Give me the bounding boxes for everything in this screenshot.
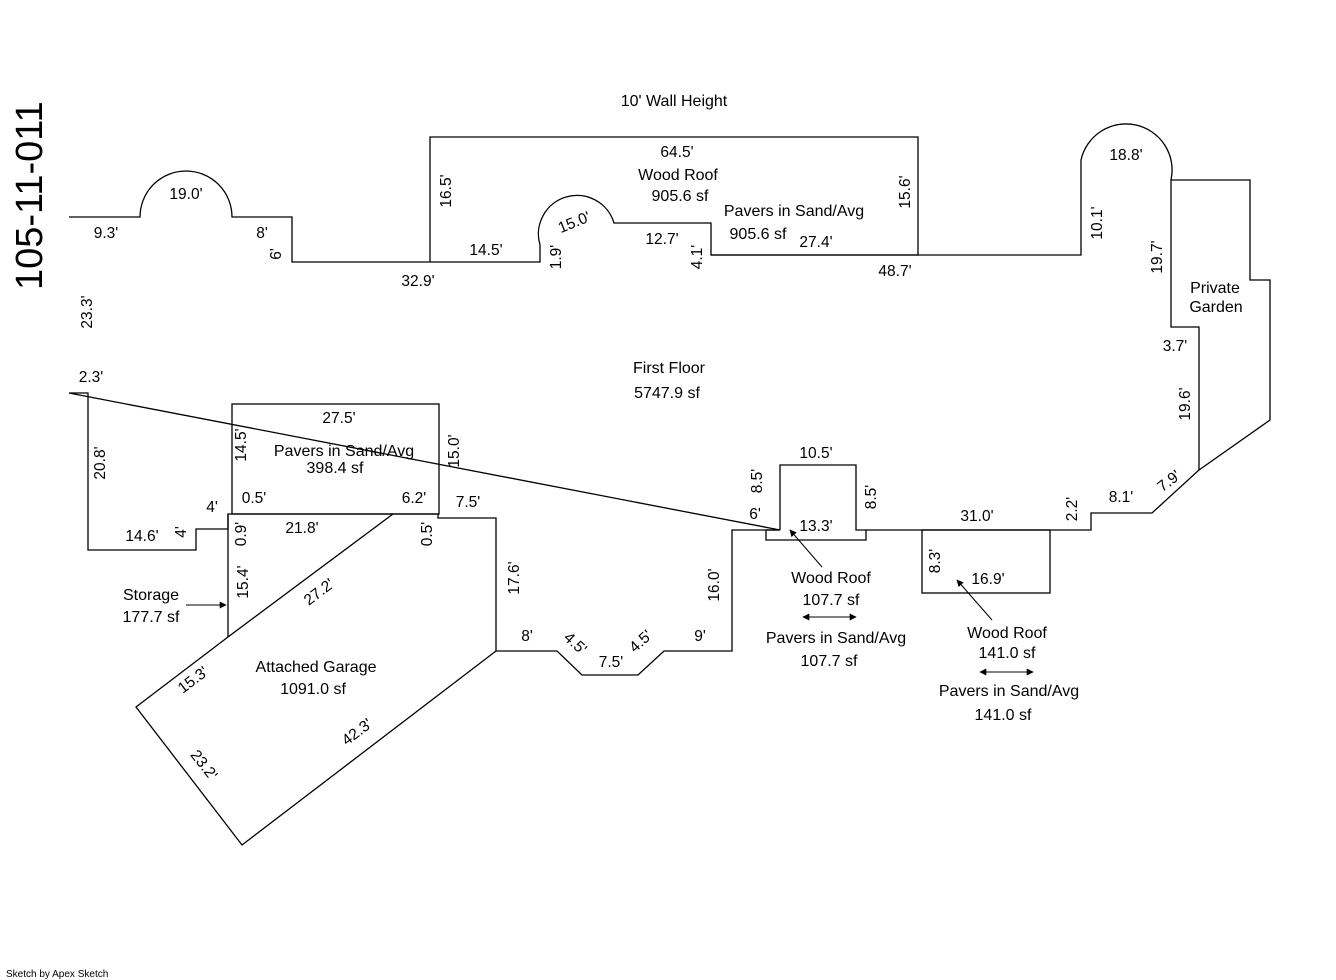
dim-label: 1.9' [548,245,565,270]
dim-label: 9.3' [94,225,119,242]
dim-label: 18.8' [1109,147,1142,164]
dim-label: 0.5' [242,490,267,507]
wood-roof-small-label: Wood Roof [791,570,871,587]
dim-label: 13.3' [799,518,832,535]
dim-label: 7.5' [456,494,481,511]
dim-label: 32.9' [401,273,434,290]
dim-label: 15.0' [446,434,463,467]
dim-label: 48.7' [878,263,911,280]
private-garden-label-1: Private [1190,280,1240,297]
wood-roof-right-outline [921,529,1051,594]
dim-label: 14.5' [469,242,502,259]
leader-arrow-wood-roof-small [789,529,823,568]
dim-label: 4' [173,526,190,538]
dim-label: 4.5' [560,629,590,658]
dim-label: 16.5' [438,174,455,207]
first-floor-label: First Floor [633,360,706,377]
dim-label: 19.7' [1149,240,1166,273]
dim-label: 8.1' [1109,489,1134,506]
dim-label: 4.1' [689,245,706,270]
dim-label: 27.4' [799,234,832,251]
dim-label: 2.3' [79,369,104,386]
wood-roof-right-sf: 141.0 sf [979,645,1036,662]
dim-label: 4.5' [626,627,656,656]
pavers-small-sf: 107.7 sf [801,653,858,670]
dim-label: 7.9' [1154,467,1184,496]
wood-roof-small-outline [765,464,867,541]
dim-label: 10.1' [1089,206,1106,239]
wood-roof-small-sf: 107.7 sf [803,592,860,609]
dim-label: 0.5' [419,522,436,547]
wood-roof-right-label: Wood Roof [967,625,1047,642]
dim-label: 9' [694,628,706,645]
dim-label: 10.5' [799,445,832,462]
wood-roof-top-label: Wood Roof [638,167,718,184]
dim-label: 8' [256,225,268,242]
pavers-right-label: Pavers in Sand/Avg [939,683,1079,700]
wall-height-note: 10' Wall Height [621,93,728,110]
dim-label: 19.0' [169,186,202,203]
dim-label: 21.8' [285,520,318,537]
private-garden-outline [1171,179,1271,471]
dim-label: 14.6' [125,528,158,545]
first-floor-outline [68,123,1200,676]
dim-label: 7.5' [599,654,624,671]
dim-label: 14.5' [233,428,250,461]
wood-roof-top-outline [429,136,919,262]
dim-label: 8.3' [927,549,944,574]
pavers-left-sf: 398.4 sf [307,460,364,477]
dim-label: 8.5' [863,485,880,510]
dim-label: 15.6' [897,175,914,208]
dim-label: 27.5' [322,410,355,427]
pavers-left-outline [231,403,440,515]
dim-label: 2.2' [1064,497,1081,522]
dim-label: 3.7' [1163,338,1188,355]
dim-label: 4' [206,499,218,516]
storage-label: Storage [123,587,179,604]
dim-label: 19.6' [1177,387,1194,420]
dim-label: 31.0' [960,508,993,525]
pavers-small-label: Pavers in Sand/Avg [766,630,906,647]
dim-label: 23.3' [79,295,96,328]
parcel-id: 105-11-011 [9,101,51,290]
dim-label: 27.2' [301,576,338,610]
pavers-right-sf: 141.0 sf [975,707,1032,724]
pavers-top-label: Pavers in Sand/Avg [724,203,864,220]
credit-text: Sketch by Apex Sketch [6,969,108,980]
dim-label: 17.6' [506,561,523,594]
pavers-left-label: Pavers in Sand/Avg [274,443,414,460]
garage-sf: 1091.0 sf [280,681,346,698]
dim-label: 23.2' [187,747,221,784]
dim-label: 0.9' [233,522,250,547]
dim-label: 15.4' [235,565,252,598]
storage-sf: 177.7 sf [123,609,180,626]
wood-roof-top-sf: 905.6 sf [652,188,709,205]
dim-label: 16.9' [971,571,1004,588]
dim-label: 15.0' [556,209,593,237]
dim-label: 16.0' [706,568,723,601]
first-floor-sf: 5747.9 sf [634,385,700,402]
dim-label: 6.2' [402,490,427,507]
dim-label: 6' [749,506,761,523]
dim-label: 64.5' [660,144,693,161]
dim-label: 8' [521,628,533,645]
garage-label: Attached Garage [256,659,377,676]
dim-label: 15.3' [175,664,212,698]
leader-arrow-wood-roof-right [956,579,993,621]
dim-label: 20.8' [92,446,109,479]
dim-label: 12.7' [645,231,678,248]
dim-label: 6' [268,248,285,260]
garage-outline [135,513,497,846]
dim-label: 42.3' [339,716,376,750]
dim-label: 8.5' [749,469,766,494]
pavers-top-sf: 905.6 sf [730,226,787,243]
private-garden-label-2: Garden [1189,299,1242,316]
